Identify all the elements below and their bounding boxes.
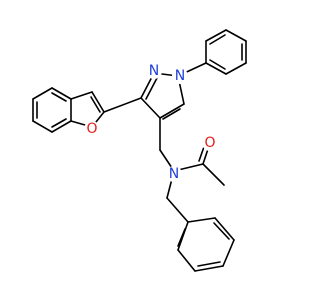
bond-double-inner — [209, 34, 226, 45]
atom-labels: N N O O N — [84, 63, 218, 182]
bond — [70, 91, 93, 100]
atom-o-carbonyl: O — [202, 135, 218, 151]
bond — [222, 239, 235, 267]
bond — [91, 91, 105, 113]
atom-label-o-furan: O — [86, 121, 97, 137]
bond — [51, 120, 72, 133]
atom-n-amide: N — [166, 166, 182, 182]
bond-double-inner — [197, 261, 221, 267]
atom-label-o-carbonyl: O — [204, 135, 215, 151]
atom-n2: N — [146, 63, 162, 79]
bond — [187, 217, 216, 223]
molecule-drawing: N N O O N — [32, 29, 247, 272]
structure-canvas: N N O O N — [32, 29, 247, 272]
bond-double-inner — [177, 228, 186, 247]
bond-double-inner — [213, 222, 230, 240]
bond — [32, 87, 53, 100]
bond — [177, 249, 196, 272]
bond-double-inner — [51, 118, 67, 128]
bond — [177, 221, 189, 251]
bond — [51, 87, 72, 100]
bond — [205, 29, 227, 42]
bond-double-inner — [90, 96, 101, 113]
bond-double-inner — [209, 59, 226, 70]
bond-double-inner — [162, 108, 181, 120]
atom-label-n-amide: N — [169, 166, 179, 182]
atom-label-n1: N — [175, 68, 185, 84]
bond — [159, 103, 185, 119]
bond — [205, 62, 227, 75]
bond-double-inner — [145, 77, 158, 100]
bond — [225, 29, 247, 42]
bond — [202, 163, 225, 186]
atom-label-n2: N — [149, 63, 159, 79]
bond-double-inner — [51, 92, 67, 102]
bond — [103, 97, 142, 113]
bond — [166, 197, 189, 223]
bond — [194, 265, 224, 272]
atom-n1: N — [172, 68, 188, 84]
bonds — [32, 29, 247, 272]
bond — [32, 120, 53, 133]
bond — [214, 217, 235, 241]
atom-o-furan: O — [84, 121, 100, 137]
bond — [225, 62, 247, 75]
bond — [140, 97, 161, 119]
